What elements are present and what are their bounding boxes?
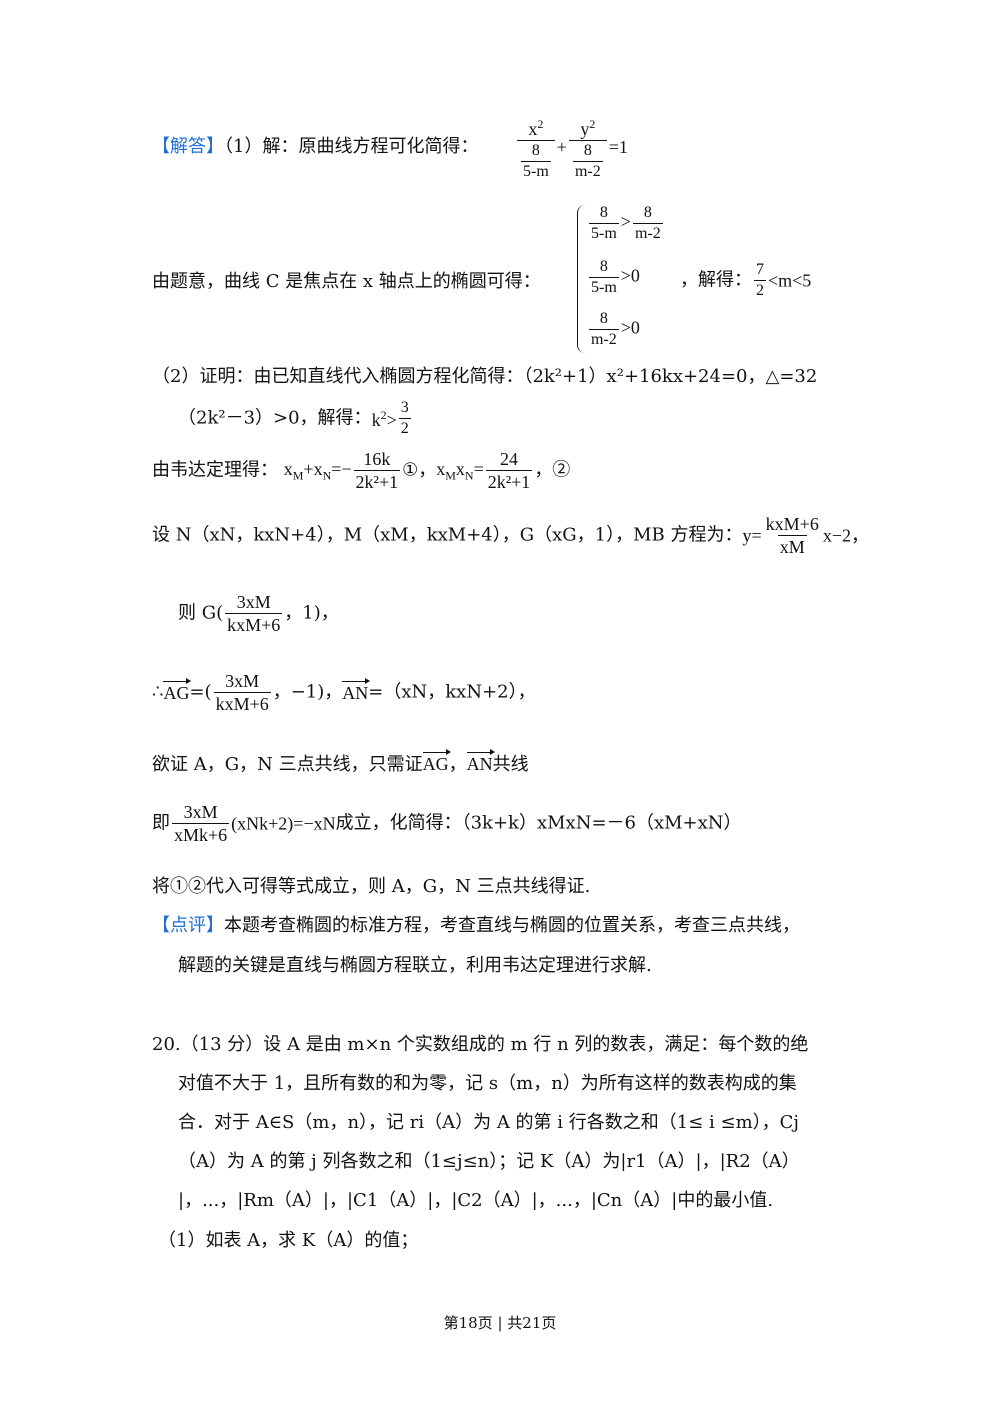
vector-ag: AG: [163, 677, 192, 703]
q20-line-2: 对值不大于 1，且所有数的和为零，记 s（m，n）为所有这样的数表构成的集: [178, 1073, 797, 1094]
q20-line-6: （1）如表 A，求 K（A）的值；: [158, 1230, 419, 1251]
condition-line: 由题意，曲线 C 是焦点在 x 轴点上的椭圆可得：: [152, 271, 541, 292]
comment-line-1: 【点评】本题考查椭圆的标准方程，考查直线与椭圆的位置关系，考查三点共线，: [152, 915, 800, 936]
points-line: 设 N（xN，kxN+4），M（xM，kxM+4），G（xG，1），MB 方程为…: [152, 514, 869, 557]
vector-ag-2: AG: [422, 749, 451, 774]
q20-line-5: |，...，|Rm（A）|，|C1（A）|，|C2（A）|，...，|Cn（A）…: [178, 1190, 774, 1211]
proof-line-1: （2）证明：由已知直线代入椭圆方程化简得：（2k²+1）x²+16kx+24=0…: [152, 366, 818, 387]
answer-tag: 【解答】: [152, 136, 224, 157]
comment-tag: 【点评】: [152, 915, 224, 936]
left-brace: [577, 205, 588, 353]
q20-line-3: 合．对于 A∈S（m，n），记 ri（A）为 A 的第 i 行各数之和（1≤ i…: [178, 1112, 799, 1133]
conclusion-line: 将①②代入可得等式成立，则 A，G，N 三点共线得证.: [152, 876, 591, 897]
answer-line-1: 【解答】（1）解：原曲线方程可化简得：: [152, 138, 478, 156]
vector-an: AN: [342, 677, 371, 703]
page-footer: 第18页 | 共21页: [443, 1314, 557, 1332]
q20-line-1: 20.（13 分）设 A 是由 m×n 个实数组成的 m 行 n 列的数表，满足…: [152, 1034, 809, 1055]
collinear-line: 欲证 A，G，N 三点共线，只需证AG，AN共线: [152, 749, 529, 775]
vector-an-2: AN: [466, 749, 495, 774]
comment-line-2: 解题的关键是直线与椭圆方程联立，利用韦达定理进行求解.: [178, 955, 652, 976]
answer-text: （1）解：原曲线方程可化简得：: [224, 136, 479, 157]
q20-line-4: （A）为 A 的第 j 列各数之和（1≤j≤n）；记 K（A）为|r1（A）|，…: [178, 1151, 800, 1172]
